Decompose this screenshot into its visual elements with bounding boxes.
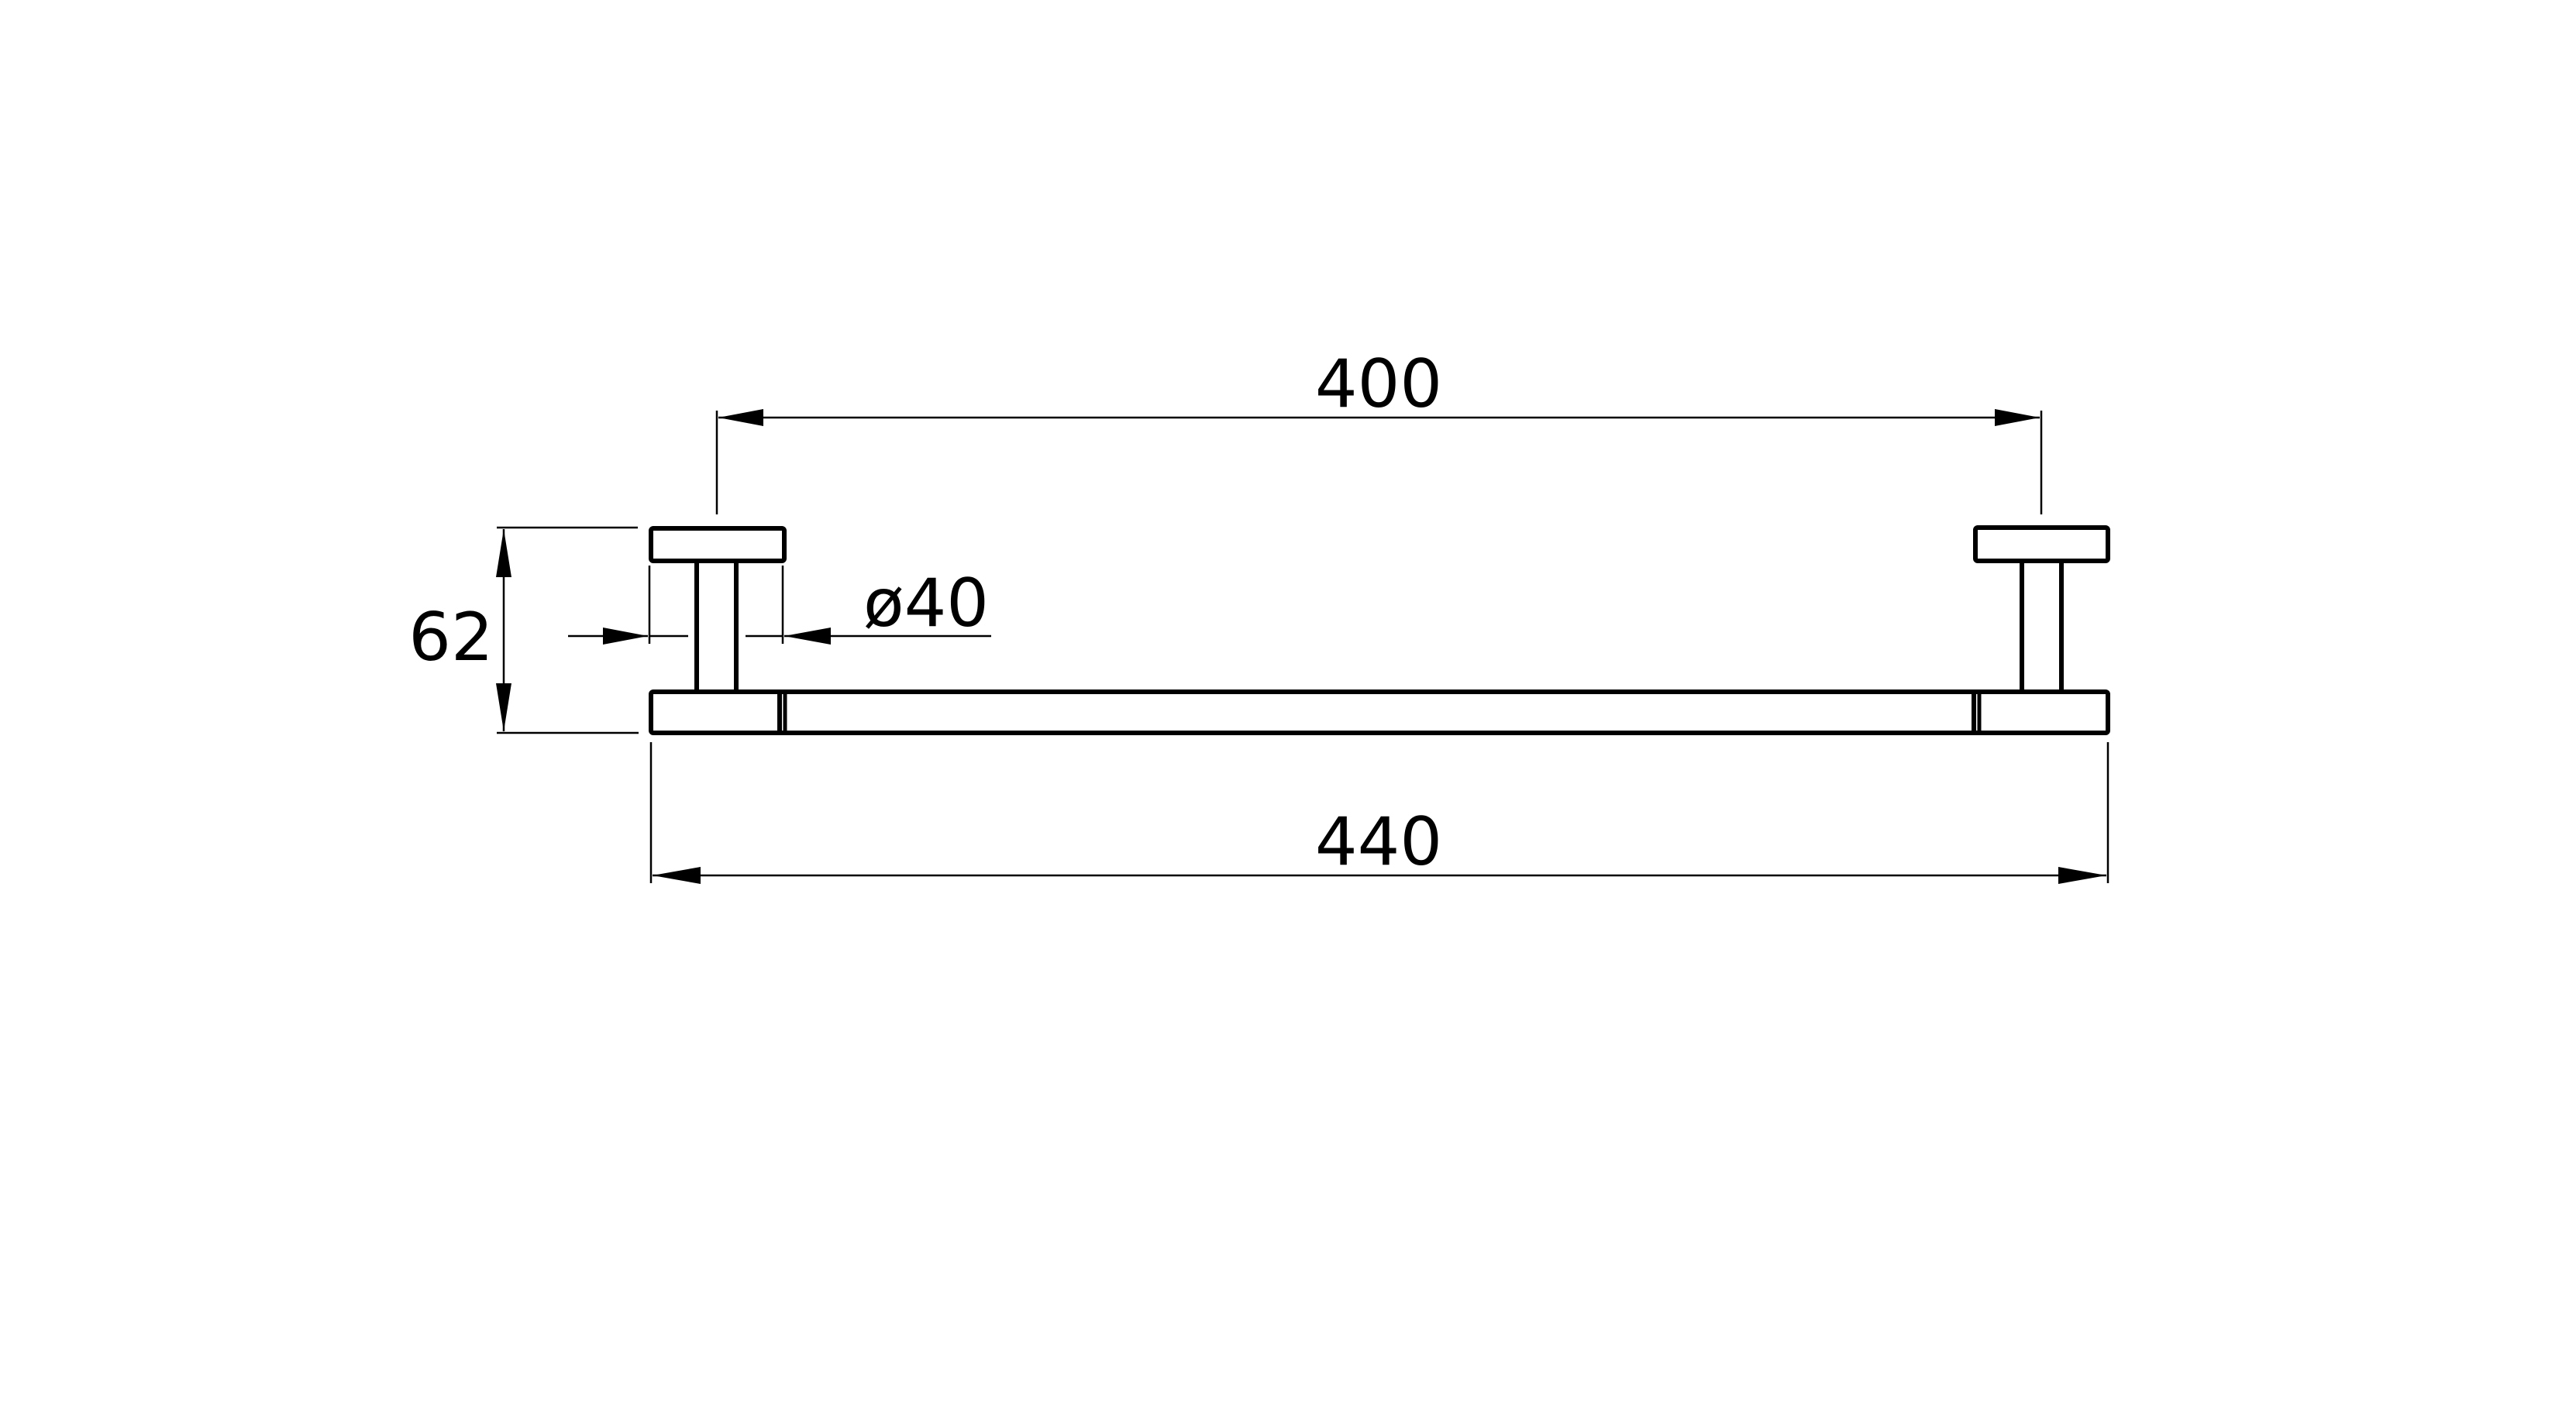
- dimension-diameter-40: ø40: [568, 565, 991, 645]
- arrowhead-440-left: [653, 867, 701, 884]
- arrowhead-d40-right: [784, 628, 831, 645]
- dimension-400: 400: [715, 346, 2043, 514]
- right-rosette-cap: [1973, 525, 2110, 563]
- arrowhead-62-top: [496, 529, 511, 577]
- bar-body: [649, 689, 2110, 735]
- dimension-label-400: 400: [1315, 346, 1442, 423]
- left-rosette-cap: [649, 526, 787, 563]
- right-wall-mount: [1973, 525, 2110, 692]
- towel-bar: [649, 689, 2110, 735]
- arrowhead-400-right: [1995, 409, 2040, 426]
- dimension-label-440: 440: [1315, 803, 1442, 881]
- arrowhead-440-right: [2058, 867, 2106, 884]
- dimension-440: 440: [649, 742, 2109, 884]
- arrowhead-400-left: [718, 409, 763, 426]
- arrowhead-62-bottom: [496, 683, 511, 731]
- left-wall-mount: [649, 526, 787, 692]
- dimension-label-d40: ø40: [863, 565, 989, 642]
- dimension-label-62: 62: [408, 599, 493, 676]
- dimension-62: 62: [408, 526, 639, 734]
- arrowhead-d40-left: [603, 628, 648, 645]
